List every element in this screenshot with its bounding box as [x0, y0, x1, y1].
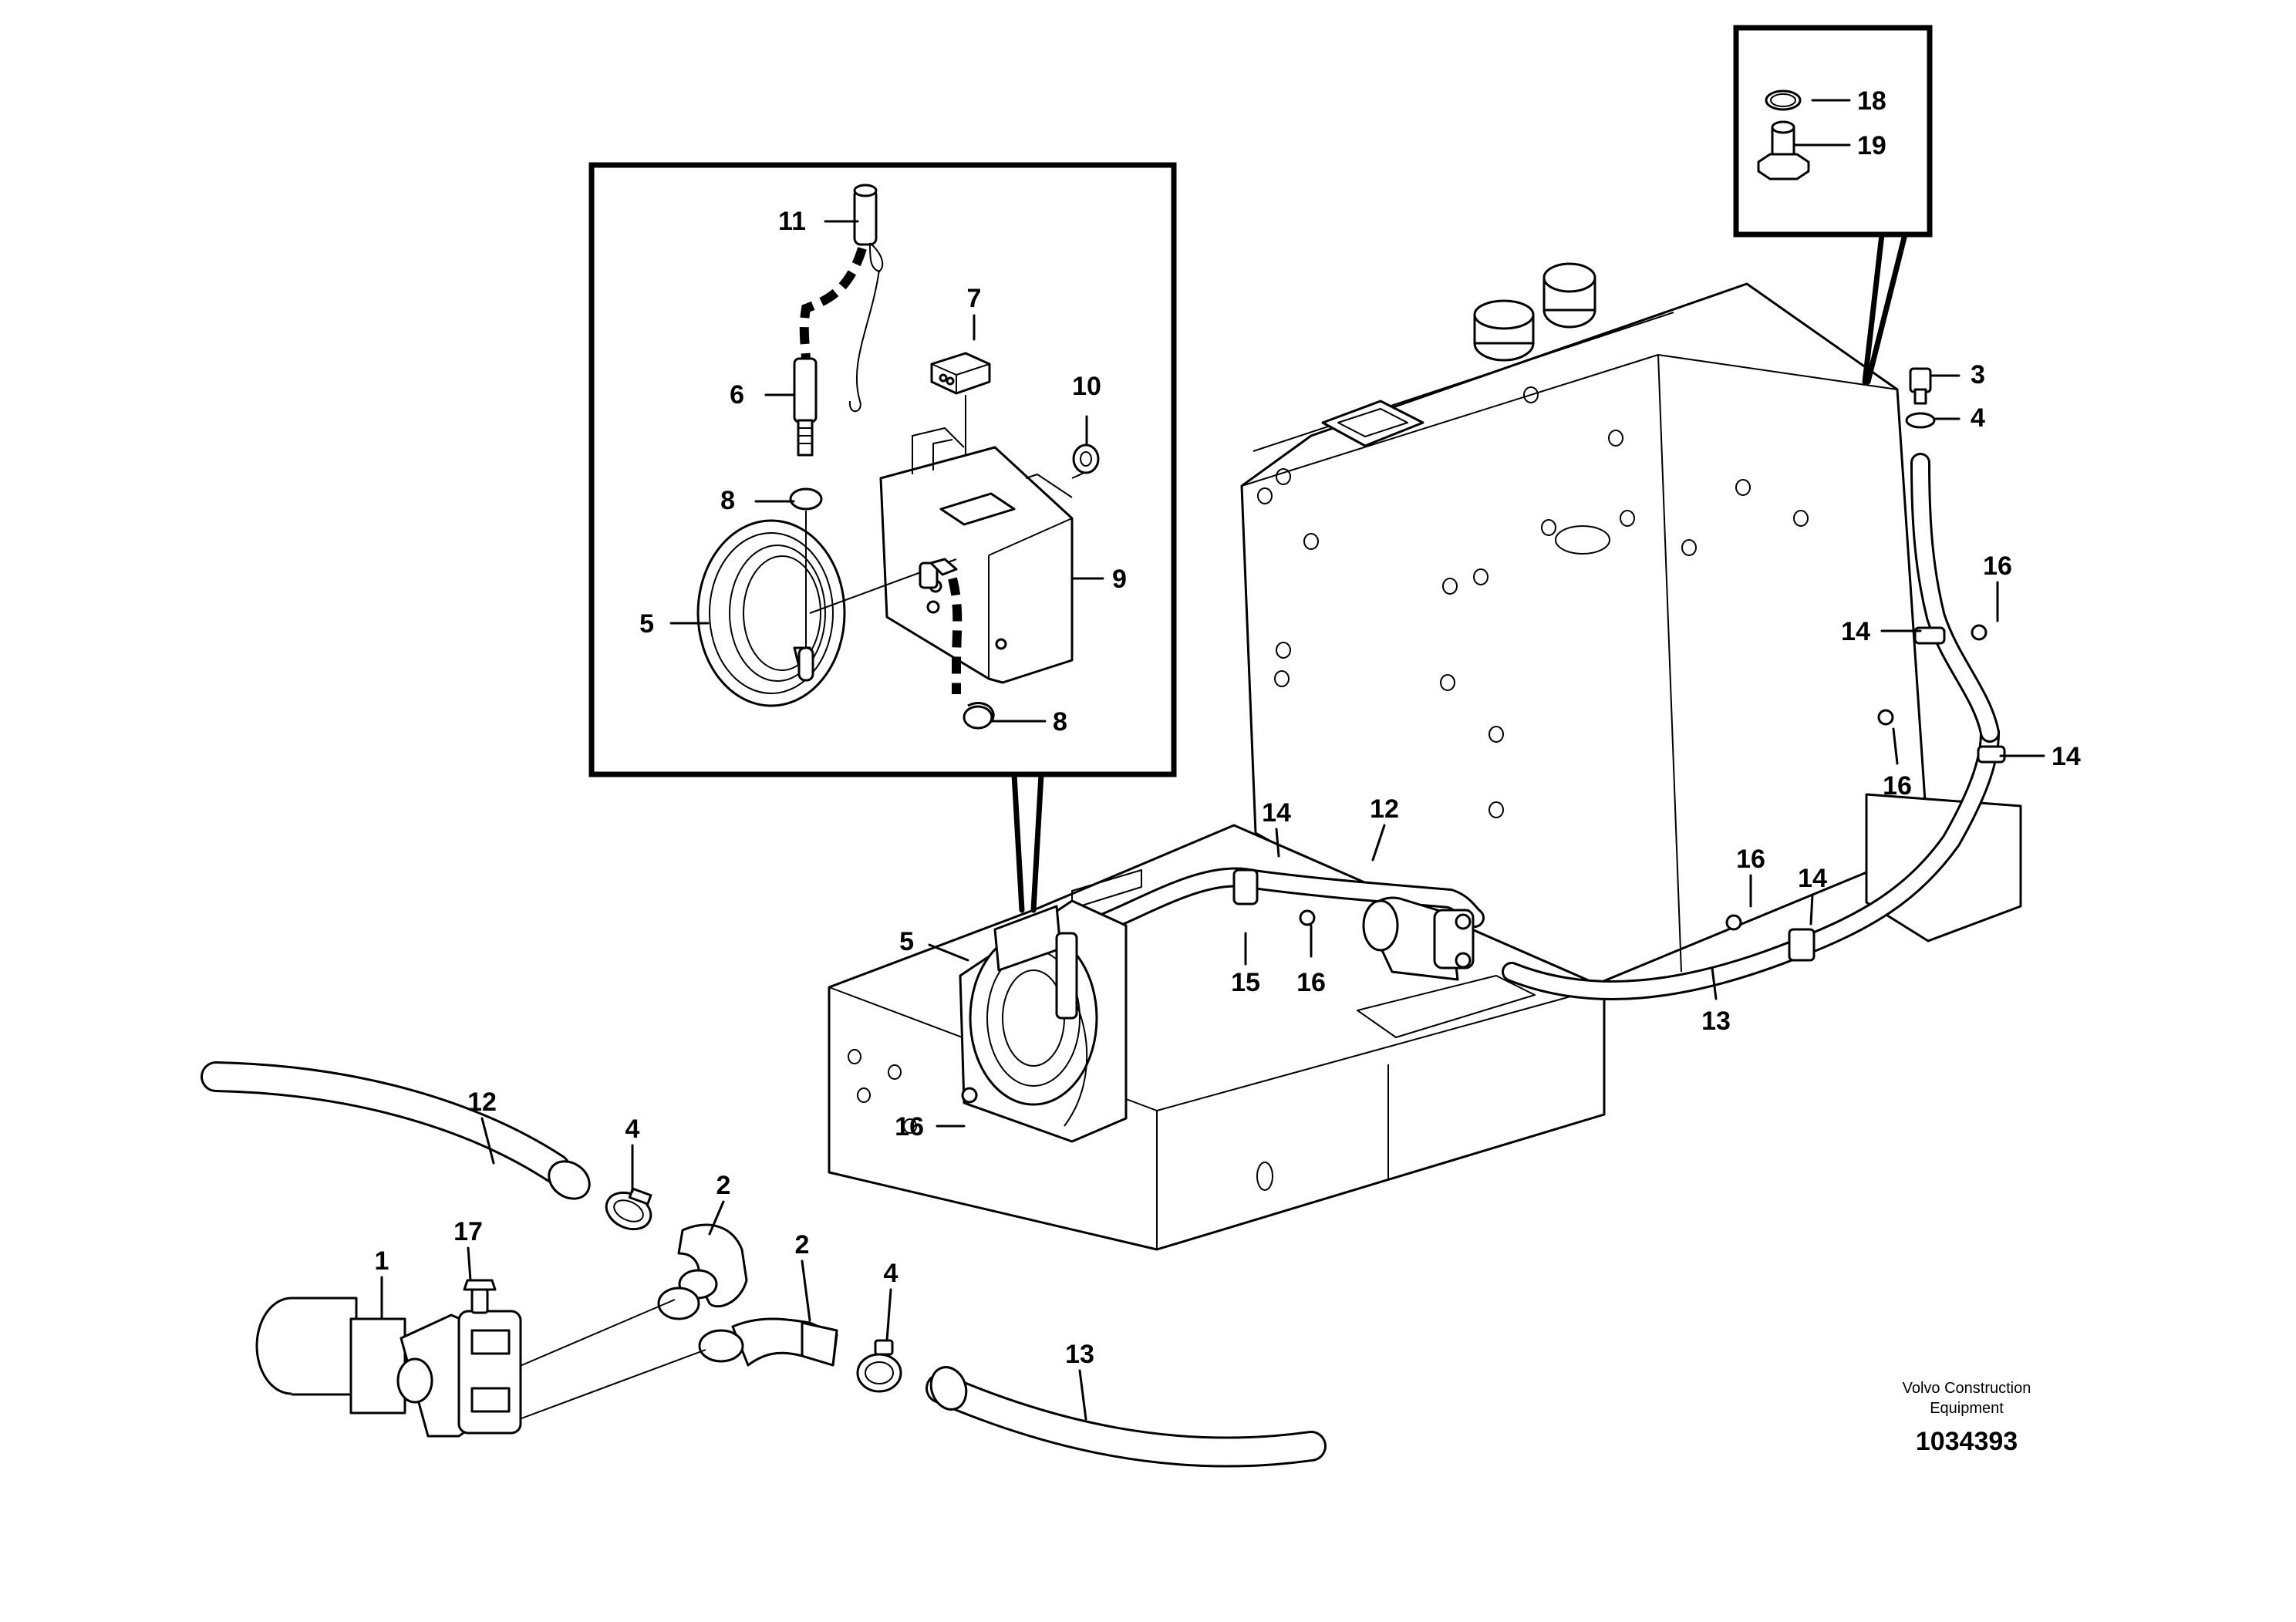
callout-14-right-top: 14 — [1841, 617, 1870, 646]
hose-reel-on-machine — [959, 899, 1128, 1143]
tank-bolt-pattern — [1257, 386, 1809, 818]
bolts-16 — [961, 624, 1988, 1104]
callout-4-lower-top: 4 — [625, 1114, 640, 1144]
callout-2-top: 2 — [716, 1171, 731, 1200]
callout-16-left: 16 — [895, 1112, 924, 1141]
callout-16-right-low: 16 — [1736, 845, 1765, 874]
callout-9: 9 — [1112, 565, 1127, 594]
callout-6: 6 — [730, 380, 744, 410]
callout-5-detail: 5 — [639, 609, 654, 639]
callouts: 11 6 7 10 8 9 5 8 18 19 3 4 16 14 14 16 … — [375, 86, 2081, 1369]
callout-16-right-mid: 16 — [1883, 771, 1912, 801]
hydraulic-tank — [1240, 262, 1930, 989]
callout-12-lower: 12 — [467, 1088, 497, 1117]
callout-5-assembly: 5 — [899, 927, 914, 956]
brand-line-2: Equipment — [1930, 1400, 2004, 1417]
callout-16-right-top: 16 — [1983, 551, 2012, 581]
callout-8-bottom: 8 — [1053, 707, 1067, 737]
callout-4-tank: 4 — [1971, 403, 1985, 433]
callout-17: 17 — [453, 1217, 483, 1246]
document-number: 1034393 — [1916, 1427, 2018, 1456]
callout-14-right-low: 14 — [1798, 864, 1827, 893]
callout-2-bottom: 2 — [795, 1230, 810, 1259]
callout-1: 1 — [375, 1246, 389, 1276]
hose-routing-main — [1077, 453, 2006, 1000]
callout-16-center: 16 — [1296, 968, 1326, 997]
callout-18: 18 — [1857, 86, 1886, 116]
callout-10: 10 — [1072, 372, 1101, 401]
callout-12-assembly: 12 — [1370, 794, 1399, 824]
exploded-lower-parts — [201, 1061, 1327, 1468]
callout-8-top: 8 — [720, 486, 735, 515]
callout-3: 3 — [1971, 360, 1985, 389]
callout-14-center: 14 — [1262, 798, 1291, 828]
return-filter-assembly — [1362, 896, 1475, 981]
leader-lines — [380, 99, 2045, 1421]
footer: Volvo Construction Equipment 1034393 — [1903, 1380, 2031, 1456]
callout-13-assembly: 13 — [1701, 1007, 1731, 1036]
callout-7: 7 — [967, 284, 982, 313]
callout-11: 11 — [778, 207, 806, 236]
callout-14-right-mid: 14 — [2052, 742, 2081, 771]
callout-15: 15 — [1231, 968, 1260, 997]
callout-4-lower-bottom: 4 — [884, 1259, 899, 1288]
detail-box-plug — [1733, 25, 1933, 385]
callout-19: 19 — [1857, 131, 1886, 160]
tank-fitting-assembly — [1905, 367, 1936, 429]
callout-13-lower: 13 — [1065, 1340, 1094, 1369]
brand-line-1: Volvo Construction — [1903, 1380, 2031, 1397]
detail-box-hose-reel — [588, 162, 1177, 913]
